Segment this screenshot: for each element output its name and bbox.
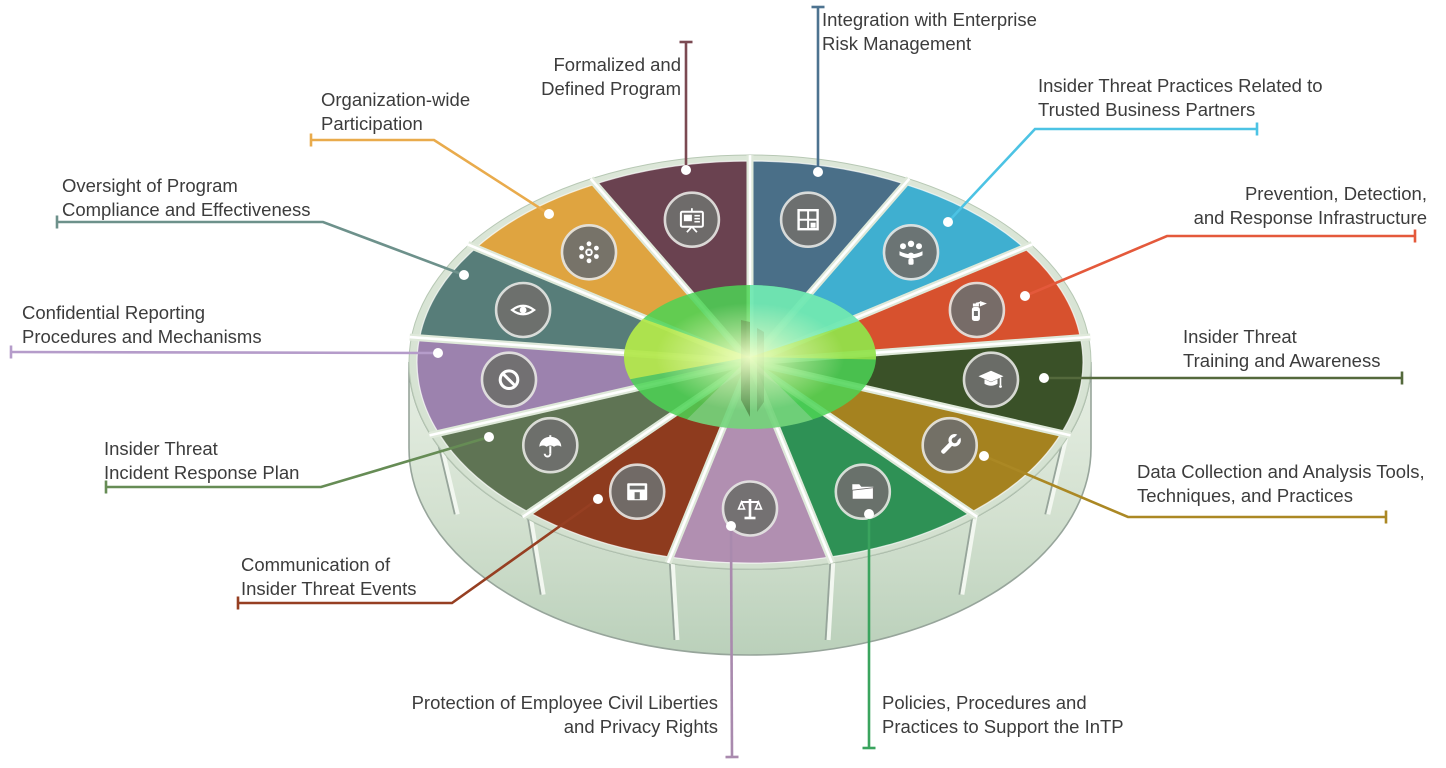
segment-prevention-detection-response-infrastructure-anchor-dot	[1020, 291, 1030, 301]
segment-communication-insider-threat-events-anchor-dot	[593, 494, 603, 504]
fire-extinguisher-icon	[948, 281, 1006, 339]
segment-data-collection-analysis-tools-anchor-dot	[979, 451, 989, 461]
people-group-icon	[882, 224, 940, 281]
drum-groove	[670, 559, 680, 641]
no-entry-icon	[480, 351, 538, 409]
segment-organization-wide-participation-leader-line	[311, 138, 550, 216]
drum-groove	[960, 514, 978, 595]
segment-integration-enterprise-risk-management-anchor-dot	[813, 167, 823, 177]
drum-groove-edge	[526, 514, 542, 595]
segment-prevention-detection-response-infrastructure-leader-line	[1024, 234, 1415, 298]
eye-icon	[494, 281, 552, 339]
drum-groove-edge	[824, 559, 832, 641]
segment-protection-employee-civil-liberties-privacy-wedge	[670, 363, 830, 564]
segment-insider-threat-training-awareness-anchor-dot	[1039, 373, 1049, 383]
drum-groove	[826, 559, 836, 641]
window-grid-icon	[779, 191, 837, 248]
wrench-icon	[921, 416, 979, 474]
segment-insider-threat-incident-response-plan-anchor-dot	[484, 432, 494, 442]
segment-data-collection-analysis-tools-leader-line	[983, 454, 1386, 519]
segment-insider-threat-practices-trusted-business-partners-anchor-dot	[943, 217, 953, 227]
segment-insider-threat-practices-trusted-business-partners-leader-line	[947, 127, 1257, 223]
umbrella-icon	[521, 416, 579, 474]
round-table-icon	[560, 224, 618, 281]
newspaper-icon	[608, 463, 666, 521]
segment-organization-wide-participation-anchor-dot	[544, 209, 554, 219]
segment-protection-employee-civil-liberties-privacy-leader-line	[729, 525, 734, 758]
segment-communication-insider-threat-events-leader-line	[238, 497, 599, 605]
graduation-cap-icon	[962, 351, 1020, 409]
scales-icon	[721, 480, 779, 537]
segment-confidential-reporting-procedures-mechanisms-anchor-dot	[433, 348, 443, 358]
segment-insider-threat-incident-response-plan-leader-line	[106, 435, 490, 489]
segment-oversight-program-compliance-effectiveness-leader-line	[57, 220, 465, 277]
drum-groove-edge	[668, 559, 676, 641]
segment-formalized-defined-program-anchor-dot	[681, 165, 691, 175]
folder-icon	[834, 463, 892, 521]
hub-glow	[624, 285, 876, 429]
drum-groove-edge	[958, 514, 974, 595]
segment-policies-procedures-practices-intp-anchor-dot	[864, 509, 874, 519]
segment-confidential-reporting-procedures-mechanisms-leader-line	[10, 350, 439, 355]
segment-protection-employee-civil-liberties-privacy-anchor-dot	[726, 521, 736, 531]
segment-oversight-program-compliance-effectiveness-anchor-dot	[459, 270, 469, 280]
drum-groove	[528, 514, 546, 595]
drum-groove	[1046, 433, 1070, 515]
presentation-board-icon	[663, 191, 721, 248]
